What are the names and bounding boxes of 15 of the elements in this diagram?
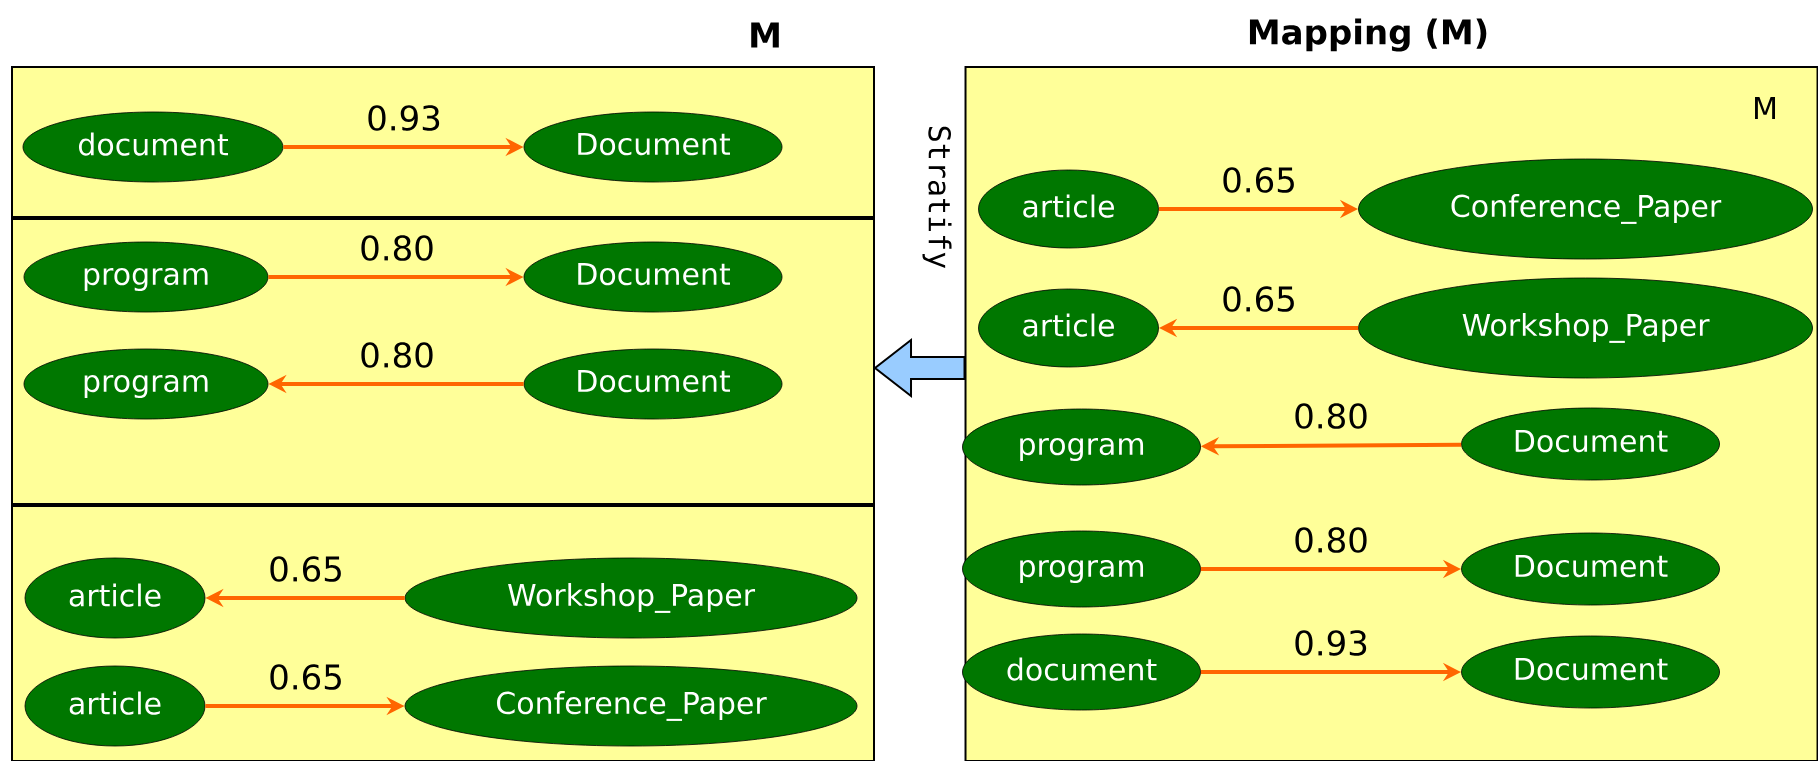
edge-label: 0.80: [361, 342, 433, 368]
edge-label: Stratify: [922, 126, 952, 269]
edge-label: 0.80: [361, 235, 433, 261]
edge-label: 0.65: [270, 664, 341, 690]
panel-title: M: [1755, 97, 1775, 119]
edge-label: 0.65: [270, 556, 341, 582]
edge-label: 0.65: [1223, 167, 1294, 193]
edge-label: 0.93: [1295, 630, 1367, 656]
edge-label: 0.80: [1295, 527, 1367, 553]
edge-label: 0.80: [1295, 403, 1367, 429]
edge-label: 0.65: [1223, 286, 1294, 312]
panel-title: Mapping (M): [1249, 18, 1487, 52]
block-arrow: [873, 337, 966, 399]
panel-title: M: [751, 22, 779, 48]
edge-label: 0.93: [368, 105, 440, 131]
